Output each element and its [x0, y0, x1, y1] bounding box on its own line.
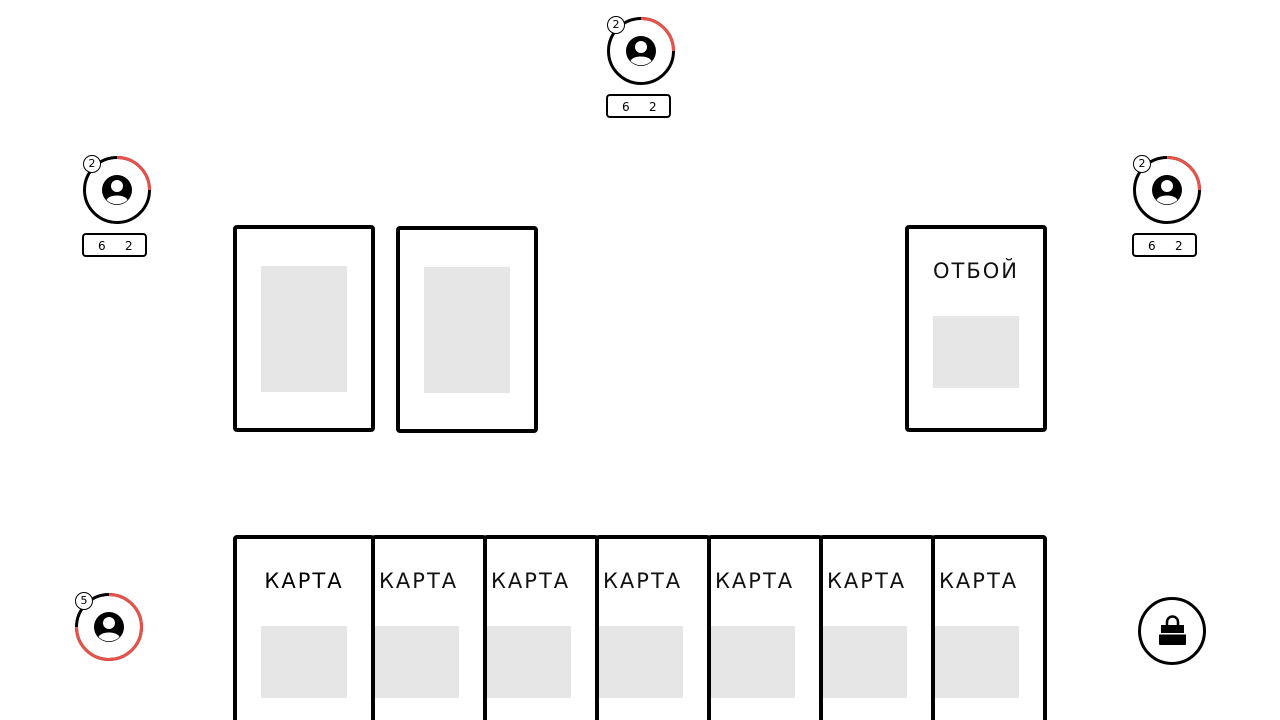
hand-card-label: КАРТА — [603, 569, 683, 593]
discard-label: ОТБОЙ — [932, 259, 1019, 283]
user-icon — [1152, 175, 1182, 205]
hand-card-label: КАРТА — [491, 569, 571, 593]
score-value: 2 — [649, 100, 657, 114]
card-image-placeholder — [823, 626, 907, 698]
player-self-avatar[interactable]: 5 — [74, 592, 144, 662]
table-card-1[interactable] — [233, 225, 375, 432]
user-icon — [626, 36, 656, 66]
hand-card-label: КАРТА — [715, 569, 795, 593]
discard-pile[interactable]: ОТБОЙ — [905, 225, 1047, 432]
user-icon — [102, 175, 132, 205]
hand-card[interactable]: КАРТА — [595, 535, 711, 720]
hand-card-label: КАРТА — [264, 569, 344, 593]
card-image-placeholder — [261, 626, 347, 698]
opponent-top-avatar[interactable]: 2 — [606, 16, 676, 86]
hand-card-label: КАРТА — [939, 569, 1019, 593]
score-value: 6 — [1148, 239, 1156, 253]
opponent-left-avatar[interactable]: 2 — [82, 155, 152, 225]
hand-card[interactable]: КАРТА — [233, 535, 375, 720]
score-value: 2 — [125, 239, 133, 253]
hand-card[interactable]: КАРТА — [819, 535, 935, 720]
card-image-placeholder — [599, 626, 683, 698]
shopping-bag-icon — [1159, 615, 1186, 645]
card-image-placeholder — [487, 626, 571, 698]
card-image-placeholder — [935, 626, 1019, 698]
card-count-badge: 5 — [75, 592, 93, 610]
hand-card-label: КАРТА — [379, 569, 459, 593]
card-image-placeholder — [375, 626, 459, 698]
hand-card-label: КАРТА — [827, 569, 907, 593]
card-image-placeholder — [711, 626, 795, 698]
card-image-placeholder — [933, 316, 1019, 388]
user-icon — [94, 612, 124, 642]
score-value: 6 — [98, 239, 106, 253]
opponent-top-score: 6 2 — [606, 94, 671, 118]
card-count-badge: 2 — [607, 16, 625, 34]
score-value: 6 — [622, 100, 630, 114]
hand-card[interactable]: КАРТА — [707, 535, 823, 720]
hand-card[interactable]: КАРТА — [483, 535, 599, 720]
table-card-2[interactable] — [396, 226, 538, 433]
card-count-badge: 2 — [1133, 155, 1151, 173]
card-image-placeholder — [261, 266, 347, 392]
opponent-left-score: 6 2 — [82, 233, 147, 257]
score-value: 2 — [1175, 239, 1183, 253]
card-image-placeholder — [424, 267, 510, 393]
opponent-right-avatar[interactable]: 2 — [1132, 155, 1202, 225]
hand-card[interactable]: КАРТА — [931, 535, 1047, 720]
shop-button[interactable] — [1138, 597, 1206, 665]
hand-card[interactable]: КАРТА — [371, 535, 487, 720]
opponent-right-score: 6 2 — [1132, 233, 1197, 257]
card-count-badge: 2 — [83, 155, 101, 173]
